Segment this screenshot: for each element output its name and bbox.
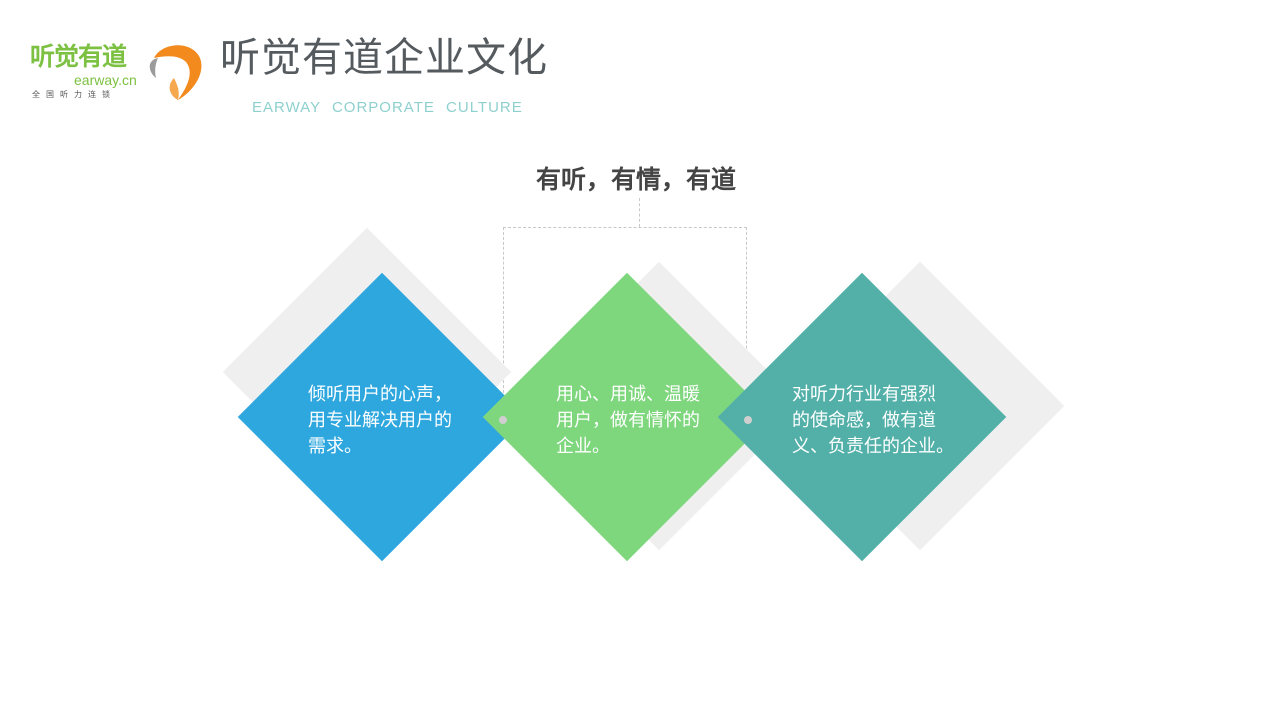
value-card-2-text: 用心、用诚、温暖 用户，做有情怀的 企业。 <box>556 382 700 460</box>
card-1-line-1: 倾听用户的心声， <box>308 384 452 405</box>
card-3-line-2: 的使命感，做有道 <box>792 410 936 431</box>
page-subtitle: EARWAY CORPORATE CULTURE <box>252 99 523 116</box>
bracket-stem <box>639 198 640 227</box>
page-title: 听觉有道企业文化 <box>220 35 548 81</box>
card-1-line-3: 需求。 <box>308 436 362 457</box>
bracket-dot-left <box>499 416 507 424</box>
logo-slogan: 全国听力连锁 <box>32 90 116 99</box>
card-3-line-1: 对听力行业有强烈 <box>792 384 936 405</box>
card-2-line-1: 用心、用诚、温暖 <box>556 384 700 405</box>
logo-name: 听觉有道 <box>30 42 127 71</box>
card-1-line-2: 用专业解决用户的 <box>308 410 452 431</box>
value-card-1-text: 倾听用户的心声， 用专业解决用户的 需求。 <box>308 382 452 460</box>
brand-logo: 听觉有道 earway.cn 全国听力连锁 <box>30 40 210 110</box>
tagline-bracket <box>503 227 747 393</box>
orange-swirl-icon <box>149 45 202 100</box>
card-3-line-3: 义、负责任的企业。 <box>792 436 954 457</box>
bracket-dot-right <box>744 416 752 424</box>
value-card-3-text: 对听力行业有强烈 的使命感，做有道 义、负责任的企业。 <box>792 382 954 460</box>
logo-domain: earway.cn <box>74 72 137 88</box>
tagline: 有听，有情，有道 <box>535 165 736 194</box>
card-2-line-2: 用户，做有情怀的 <box>556 410 700 431</box>
card-2-line-3: 企业。 <box>556 436 610 457</box>
